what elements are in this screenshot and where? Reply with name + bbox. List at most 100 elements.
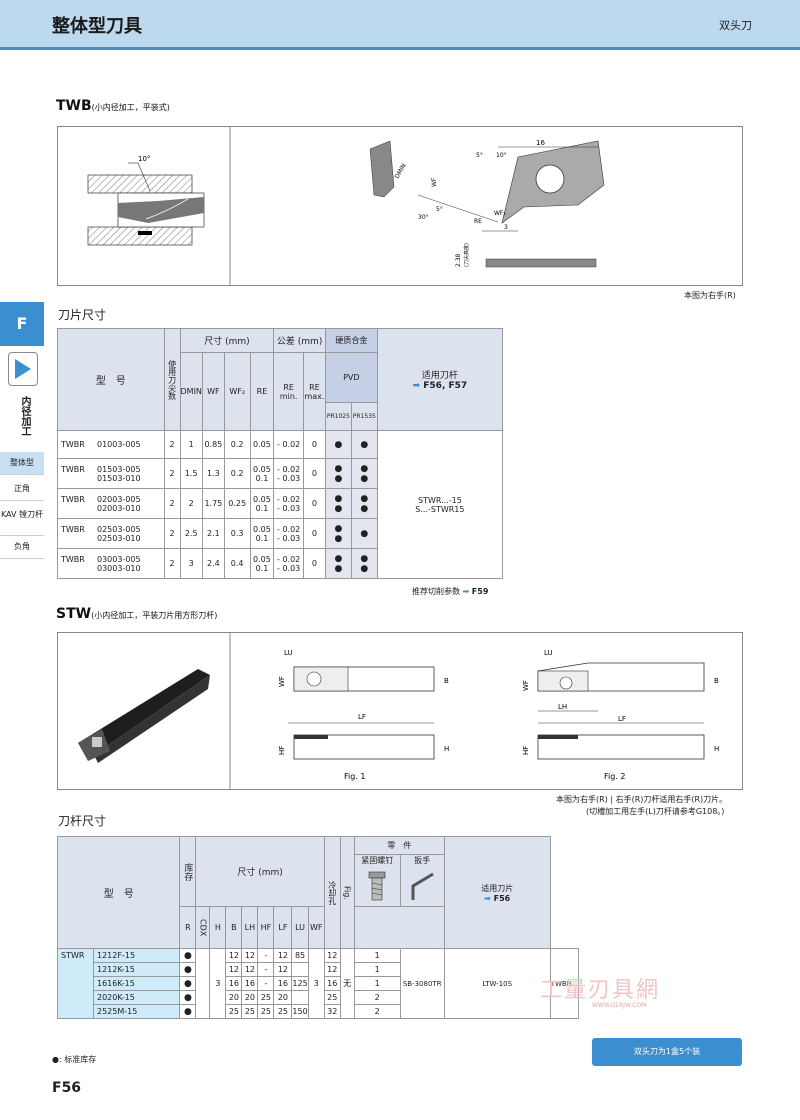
stw-hand-note: 本图为右手(R) | 右手(R)刀杆适用右手(R)刀片。	[556, 795, 728, 804]
stock-dot: ●●	[350, 488, 378, 519]
header-category: 双头刀	[719, 19, 752, 32]
svg-text:3: 3	[504, 224, 508, 231]
twb-figure: 10° DMIN WF 16 10° 5° 30° 5° WF₂ RE 3 2.…	[57, 126, 743, 286]
svg-text:H: H	[444, 745, 449, 753]
svg-text:LF: LF	[618, 715, 626, 723]
stw-section-title: STW(小内径加工，平装刀片用方形刀杆)	[56, 606, 218, 622]
stock-dot: ●	[350, 518, 378, 549]
wrench-icon	[411, 872, 434, 900]
page-title: 整体型刀具	[52, 16, 142, 37]
screw-icon	[368, 871, 386, 901]
wrench-part: LTW-10S	[443, 948, 551, 1019]
stock-dot: ●	[350, 430, 378, 459]
svg-text:30°: 30°	[418, 214, 429, 221]
ref-arrow-icon: ➡	[412, 381, 421, 391]
side-tab-letter[interactable]: F	[0, 302, 44, 346]
box-quantity-button[interactable]: 双头刀为1盒5个装	[592, 1038, 742, 1066]
stock-dot: ●●	[324, 458, 352, 489]
insert-spec-table: 型 号 使用刀尖数 尺寸 (mm) 公差 (mm) 硬质合金 适用刀杆 ➡ F5…	[57, 328, 504, 579]
insert-col-carbide: 硬质合金	[324, 328, 378, 353]
svg-text:WF: WF	[522, 680, 530, 691]
twb-section-title: TWB(小内径加工，平装式)	[56, 98, 170, 114]
insert-col-tol: 公差 (mm)	[273, 328, 326, 353]
svg-text:10°: 10°	[496, 152, 507, 159]
svg-text:HF: HF	[278, 746, 286, 755]
svg-text:B: B	[714, 677, 719, 685]
twb-angle-10: 10°	[138, 155, 150, 163]
stw-figure: WF B LU LF HF H Fig. 1 WF B LU LH LF HF …	[57, 632, 743, 790]
watermark-text: 工量刃具網	[540, 978, 661, 1003]
ref-arrow-icon: ➡	[484, 893, 491, 903]
stock-dot: ●●	[324, 548, 352, 579]
applicable-insert: TWBR...	[549, 948, 580, 1019]
svg-text:DMIN: DMIN	[394, 163, 408, 180]
svg-text:HF: HF	[522, 746, 530, 755]
svg-text:2.38: 2.38	[455, 253, 462, 267]
svg-text:5°: 5°	[436, 206, 443, 213]
stock-dot: ●	[179, 948, 197, 963]
watermark-url: WWW.GLRJW.COM	[592, 1002, 647, 1009]
svg-text:(刀尖高度): (刀尖高度)	[463, 243, 470, 267]
svg-text:H: H	[714, 745, 719, 753]
svg-text:16: 16	[536, 139, 545, 147]
stock-dot: ●	[324, 430, 352, 459]
insert-section-title: 刀片尺寸	[58, 308, 107, 322]
stock-dot: ●	[179, 990, 197, 1005]
stock-dot: ●●	[324, 488, 352, 519]
stock-dot: ●●	[350, 548, 378, 579]
internal-turning-icon	[8, 352, 38, 386]
fig2-caption: Fig. 2	[604, 772, 626, 781]
svg-text:LF: LF	[358, 713, 366, 721]
insert-col-model: 型 号	[57, 328, 165, 431]
stock-dot: ●	[179, 1004, 197, 1019]
ref-arrow-icon: ➡	[462, 587, 470, 596]
page-header: 整体型刀具 双头刀	[0, 0, 800, 50]
svg-text:WF₂: WF₂	[494, 210, 506, 217]
holder-spec-table: 型 号 库存 尺寸 (mm) 冷却孔 Fig. 零 件 适用刀片 ➡ F56 紧…	[56, 836, 580, 1019]
page-number: F56	[52, 1080, 82, 1096]
stock-legend: ●: 标准库存	[52, 1055, 97, 1064]
insert-col-edges: 使用刀尖数	[163, 328, 181, 431]
svg-text:WF: WF	[278, 676, 286, 687]
stock-dot: ●	[179, 976, 197, 991]
insert-col-size: 尺寸 (mm)	[179, 328, 275, 353]
svg-text:LU: LU	[284, 649, 293, 657]
stock-dot: ●	[179, 962, 197, 977]
fig1-caption: Fig. 1	[344, 772, 366, 781]
clamp-screw: SB-3080TR	[399, 948, 445, 1019]
svg-text:RE: RE	[474, 218, 482, 225]
side-menu-negative[interactable]: 负角	[0, 536, 44, 559]
svg-text:5°: 5°	[476, 152, 483, 159]
svg-text:WF: WF	[431, 177, 438, 187]
svg-text:B: B	[444, 677, 449, 685]
stw-groove-note: (切槽加工用左手(L)刀杆请参考G108。)	[586, 807, 725, 816]
side-menu-positive[interactable]: 正角	[0, 478, 44, 501]
holder-section-title: 刀杆尺寸	[58, 814, 107, 828]
insert-col-holder: 适用刀杆 ➡ F56, F57	[376, 328, 504, 431]
stock-dot: ●●	[350, 458, 378, 489]
twb-hand-note: 本图为右手(R)	[684, 291, 736, 300]
svg-text:LH: LH	[558, 703, 567, 711]
side-category-label: 内径加工	[19, 396, 30, 436]
svg-text:LU: LU	[544, 649, 553, 657]
stock-dot: ●●	[324, 518, 352, 549]
side-menu-solid[interactable]: 整体型	[0, 452, 44, 475]
side-menu-kav[interactable]: KAV 镗刀杆	[0, 504, 44, 536]
cutting-params-note: 推荐切削参数 ➡ F59	[412, 587, 489, 596]
